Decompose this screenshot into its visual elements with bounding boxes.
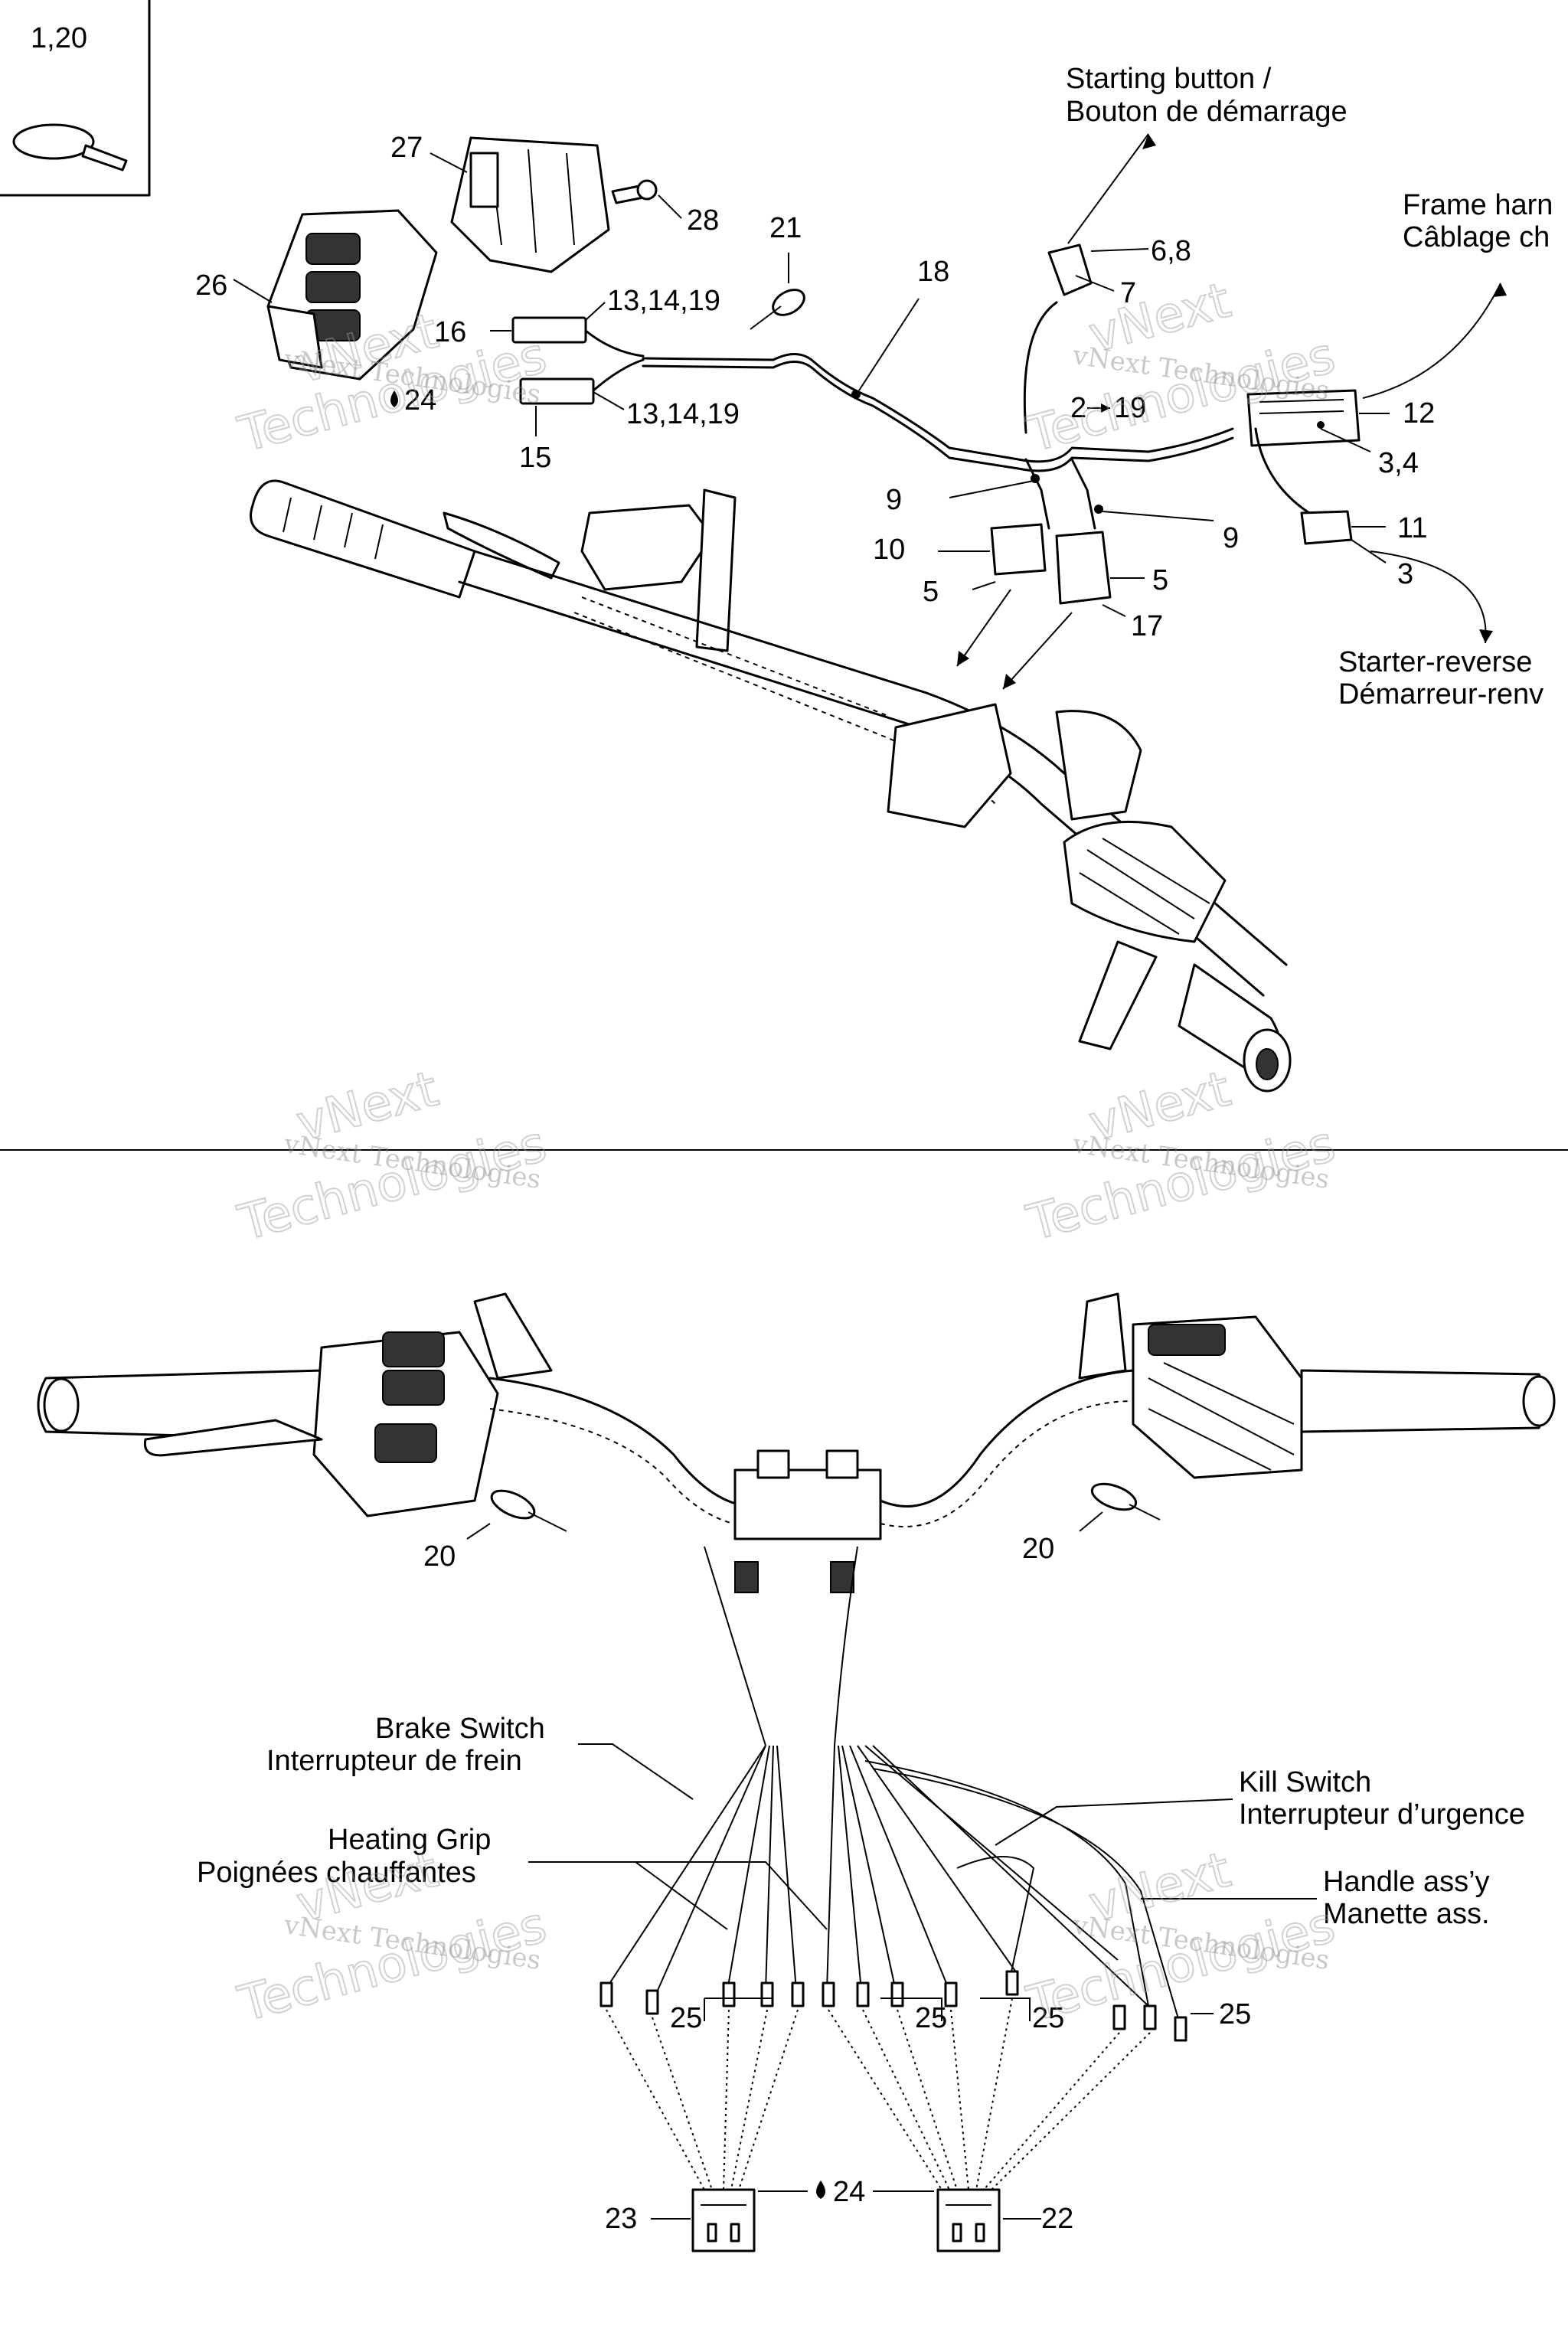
label-brake-en: Brake Switch [375,1713,545,1745]
label-handle-fr: Manette ass. [1323,1898,1490,1930]
callout-2: 2 [1070,392,1086,424]
callout-20-b: 20 [1022,1533,1054,1565]
callout-15: 15 [519,442,551,474]
frame-harness-connector: 12 3,4 Frame harn Câblage ch 2 19 [1070,189,1553,479]
callout-9-a: 9 [886,484,902,516]
label-frame-fr: Câblage ch [1403,221,1550,253]
callout-3-4: 3,4 [1378,447,1419,479]
switch-housing-cover: 27 28 [390,132,719,273]
connector-leads: 23 22 24 [605,1998,1151,2252]
callout-18: 18 [917,256,949,288]
callout-27: 27 [390,132,423,164]
callout-7: 7 [1120,277,1136,309]
callout-25-d: 25 [1219,1998,1251,2030]
callout-9-b: 9 [1223,522,1239,554]
callout-1-20: 1,20 [31,22,87,54]
label-starting-fr: Bouton de démarrage [1066,96,1348,128]
callout-13-14-19-b: 13,14,19 [626,398,740,430]
label-heating-fr: Poignées chauffantes [197,1857,476,1889]
starter-reverse-connector: 11 3 Starter-reverse Démarreur-renv [1254,427,1544,710]
label-starting-en: Starting button / [1066,63,1272,95]
label-starter-fr: Démarreur-renv [1338,678,1544,710]
tie-wrap-inset: 1,20 [0,0,151,197]
wire-fans: 25 25 25 25 [599,1546,1251,2042]
callout-10: 10 [873,534,905,566]
callout-16: 16 [434,316,466,348]
cable-tie-21: 21 [750,212,805,330]
lower-handlebar [37,1292,1556,1593]
label-brake-fr: Interrupteur de frein [266,1745,522,1777]
callout-11: 11 [1397,512,1427,544]
label-starter-en: Starter-reverse [1338,646,1532,678]
callout-5-a: 5 [923,576,939,608]
left-switch-block: 26 [195,209,438,381]
starting-button-connector: 6,8 7 Starting button / Bouton de démarr… [1023,63,1348,434]
callout-24-bottom: 24 [833,2176,865,2208]
label-kill-en: Kill Switch [1239,1766,1371,1798]
callout-23: 23 [605,2203,637,2235]
callout-28: 28 [687,204,719,237]
callout-3: 3 [1397,558,1413,590]
callout-21: 21 [769,212,802,244]
callout-20-a: 20 [423,1540,456,1573]
callout-26: 26 [195,270,227,302]
callout-25-b: 25 [915,2002,947,2034]
callout-19: 19 [1114,392,1146,424]
callout-25-a: 25 [670,2002,702,2034]
label-kill-fr: Interrupteur d’urgence [1239,1798,1525,1831]
callout-5-b: 5 [1152,564,1168,596]
upper-handlebar [250,479,1292,1093]
upper-harness: 18 16 13,14,19 13,14,19 15 24 [390,256,1234,474]
callout-6-8: 6,8 [1151,235,1191,267]
callout-24-top: 24 [404,384,436,416]
lower-labels: Brake Switch Interrupteur de frein Heati… [197,1713,1525,1930]
callout-13-14-19-a: 13,14,19 [607,285,720,317]
callout-17: 17 [1131,610,1163,642]
switch-connectors: 9 9 10 5 5 17 [873,458,1239,690]
label-frame-en: Frame harn [1403,189,1553,221]
label-heating-en: Heating Grip [328,1824,491,1856]
callout-22: 22 [1041,2203,1073,2235]
callout-12: 12 [1403,397,1435,430]
cable-ties-20: 20 20 [423,1482,1161,1573]
callout-25-c: 25 [1032,2002,1064,2034]
label-handle-en: Handle ass’y [1323,1866,1490,1898]
